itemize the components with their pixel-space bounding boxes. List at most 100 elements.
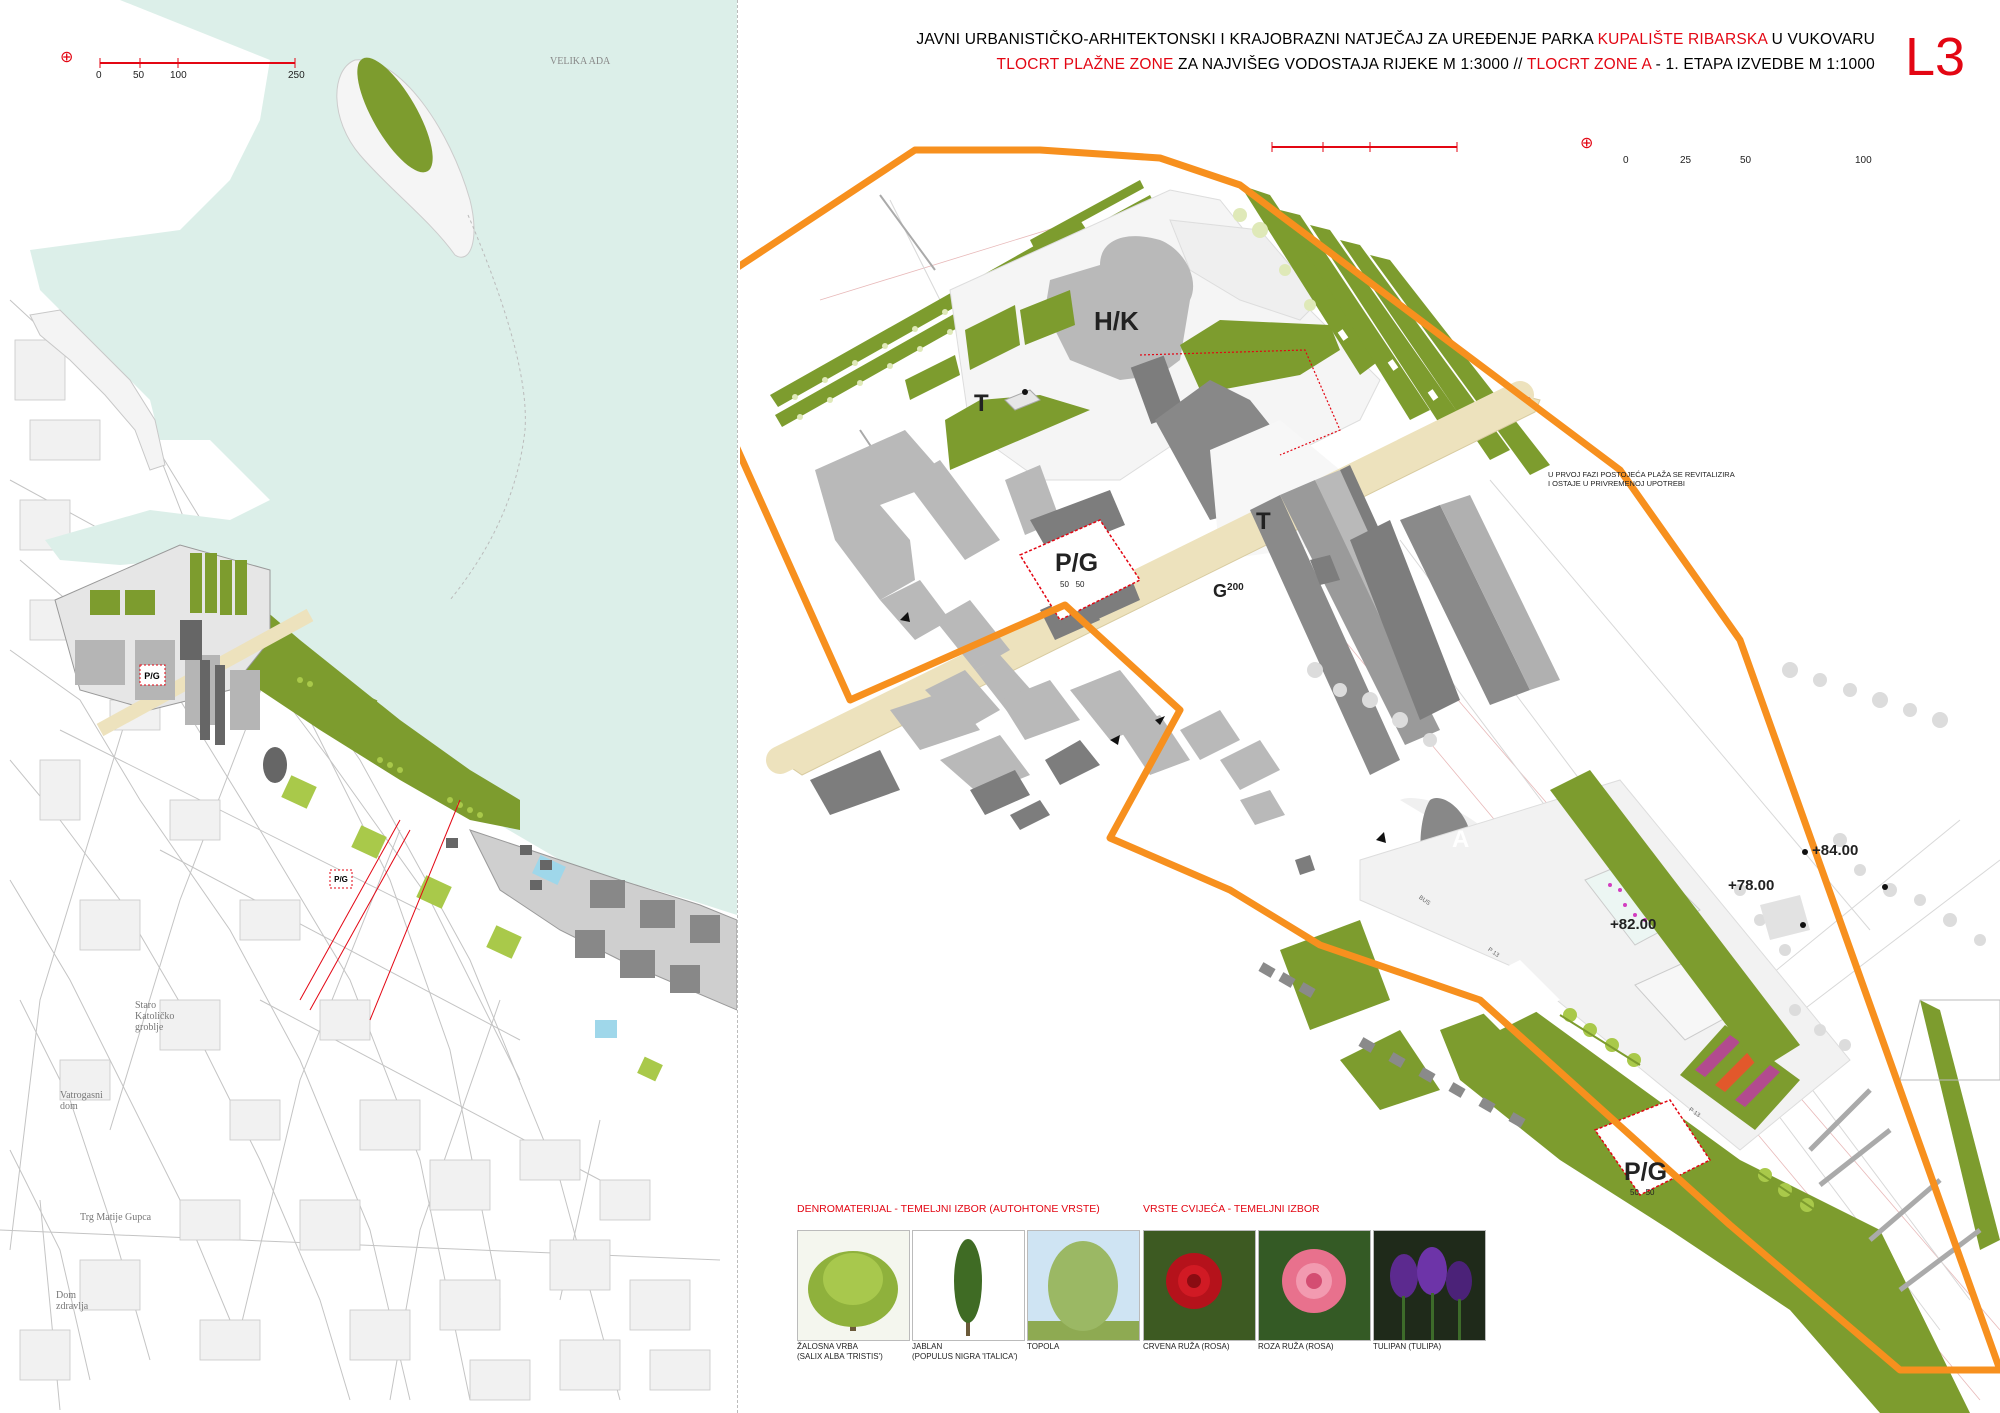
tulip-icon	[1390, 1247, 1472, 1340]
island-green	[357, 57, 433, 173]
river-route	[449, 214, 526, 601]
title-line-1: JAVNI URBANISTIČKO-ARHITEKTONSKI I KRAJO…	[700, 31, 1875, 49]
green-t-triangle	[945, 395, 1090, 470]
t-zone-outline	[1139, 349, 1341, 456]
scale-left-50: 50	[133, 70, 145, 81]
label-t2: T	[1256, 508, 1271, 535]
label-g: G200	[1213, 581, 1244, 602]
harbour-peninsula	[29, 309, 166, 471]
small-building	[1310, 555, 1340, 585]
zone-a-plan	[740, 142, 2000, 1413]
pg-zone-1	[1018, 519, 1142, 621]
grey-outline	[1899, 999, 2000, 1081]
zone-a-boundary	[740, 146, 2000, 1374]
long-building-7	[1440, 495, 1560, 690]
pier-markers	[446, 838, 552, 890]
scale-right-25: 25	[1680, 155, 1692, 166]
photo-willow	[797, 1230, 910, 1341]
long-building-6	[1400, 505, 1530, 705]
promenade-band	[766, 381, 1534, 774]
pink-rose-icon	[1282, 1249, 1346, 1313]
place-label-dom-zdravlja: Dom zdravlja	[56, 1290, 89, 1312]
photo-red-rose	[1143, 1230, 1256, 1341]
south-buildings	[890, 670, 1285, 825]
south-dark-buildings	[810, 740, 1315, 875]
overview-scale-bar: ⊕	[60, 49, 296, 68]
pool-2	[595, 1020, 617, 1038]
west-buildings	[815, 430, 1060, 730]
sheet-divider	[737, 0, 738, 1413]
zone-a-green	[90, 553, 247, 615]
white-patch	[1460, 960, 1560, 1030]
garden-tree-dots	[1233, 208, 1316, 311]
garden-gaps	[1337, 329, 1439, 401]
green-t1a	[905, 355, 960, 400]
label-pg1: P/G	[1055, 549, 1099, 577]
building-dark-pg	[1030, 490, 1125, 555]
scale-left-100: 100	[170, 70, 187, 81]
lower-dark-blocks	[1258, 962, 1526, 1128]
subtitle-end: - 1. ETAPA IZVEDBE M 1:1000	[1651, 56, 1875, 73]
title-highlight: KUPALIŠTE RIBARSKA	[1597, 31, 1768, 48]
label-pg2: P/G	[1624, 1158, 1668, 1186]
photo-poplar	[912, 1230, 1025, 1341]
topola-tree-icon	[1028, 1241, 1139, 1340]
entrance-markers	[900, 389, 1888, 928]
subtitle-red-2: TLOCRT ZONE A	[1526, 56, 1652, 73]
tree-row-dots	[792, 258, 1038, 420]
caption-tulip: TULIPAN (TULIPA)	[1373, 1342, 1442, 1351]
willow-tree-icon	[808, 1251, 898, 1331]
long-building-2	[1280, 480, 1440, 745]
piers	[322, 683, 378, 742]
title-text: JAVNI URBANISTIČKO-ARHITEKTONSKI I KRAJO…	[916, 31, 1598, 48]
svg-text:⊕: ⊕	[60, 49, 73, 66]
scale-right-0: 0	[1623, 155, 1629, 166]
label-pg2-nums: 50 50	[1630, 1188, 1655, 1197]
label-pg1-nums: 50 50	[1060, 580, 1085, 589]
scale-left-0: 0	[96, 70, 102, 81]
title-line-2: TLOCRT PLAŽNE ZONE ZA NAJVIŠEG VODOSTAJA…	[700, 56, 1875, 74]
caption-willow: ŽALOSNA VRBA (SALIX ALBA 'TRISTIS')	[797, 1342, 883, 1361]
green-small-2	[1340, 1030, 1440, 1110]
caption-red-rose: CRVENA RUŽA (ROSA)	[1143, 1342, 1230, 1351]
striped-flower-bed	[1680, 1025, 1800, 1130]
elevation-82: +82.00	[1610, 916, 1657, 933]
long-building-1	[1250, 495, 1400, 775]
place-label-trg: Trg Matije Gupca	[80, 1212, 152, 1223]
pg-label-overview-2: P/G	[334, 875, 348, 884]
city-blocks	[14, 339, 711, 1401]
poplar-tree-icon	[954, 1239, 982, 1336]
green-river-strip-2	[1920, 1000, 2000, 1250]
red-markings	[299, 799, 461, 1021]
label-t1: T	[974, 390, 989, 417]
hedge-line-1	[1559, 1014, 1641, 1066]
scale-right-100: 100	[1855, 155, 1872, 166]
long-building-5	[1350, 520, 1460, 720]
green-hk-strip	[1180, 320, 1340, 390]
subtitle-mid: ZA NAJVIŠEG VODOSTAJA RIJEKE M 1:3000 //	[1173, 56, 1527, 73]
red-rose-icon	[1166, 1253, 1222, 1309]
pier-1	[1808, 1088, 1872, 1152]
subtitle-red-1: TLOCRT PLAŽNE ZONE	[996, 56, 1174, 73]
green-t1b	[965, 305, 1020, 370]
river-label: VELIKA ADA	[550, 56, 611, 67]
phase-note: U PRVOJ FAZI POSTOJEĆA PLAŽA SE REVITALI…	[1548, 470, 1735, 488]
caption-poplar: JABLAN (POPULUS NIGRA 'ITALICA')	[912, 1342, 1018, 1361]
photo-pink-rose	[1258, 1230, 1371, 1341]
river-danube	[30, 0, 737, 915]
overview-map: P/G P/G ⊕	[0, 0, 737, 1411]
overview-dark-buildings	[180, 620, 225, 745]
sheet-id: L3	[1905, 27, 1966, 87]
green-t1c	[1020, 290, 1075, 345]
label-a: A	[1452, 826, 1470, 853]
building-hk-annex	[1130, 355, 1185, 425]
legend-flower-title: VRSTE CVIJEĆA - TEMELJNI IZBOR	[1143, 1203, 1320, 1215]
photo-topola	[1027, 1230, 1140, 1341]
label-hk: H/K	[1094, 306, 1139, 336]
quay-buildings	[575, 880, 720, 993]
elevation-84: +84.00	[1812, 842, 1859, 859]
label-g-sup: 200	[1227, 582, 1244, 593]
scale-left-250: 250	[288, 70, 305, 81]
pg-zone-overview	[139, 664, 166, 686]
legend-dendro-title: DENROMATERIJAL - TEMELJNI IZBOR (AUTOHTO…	[797, 1203, 1100, 1215]
